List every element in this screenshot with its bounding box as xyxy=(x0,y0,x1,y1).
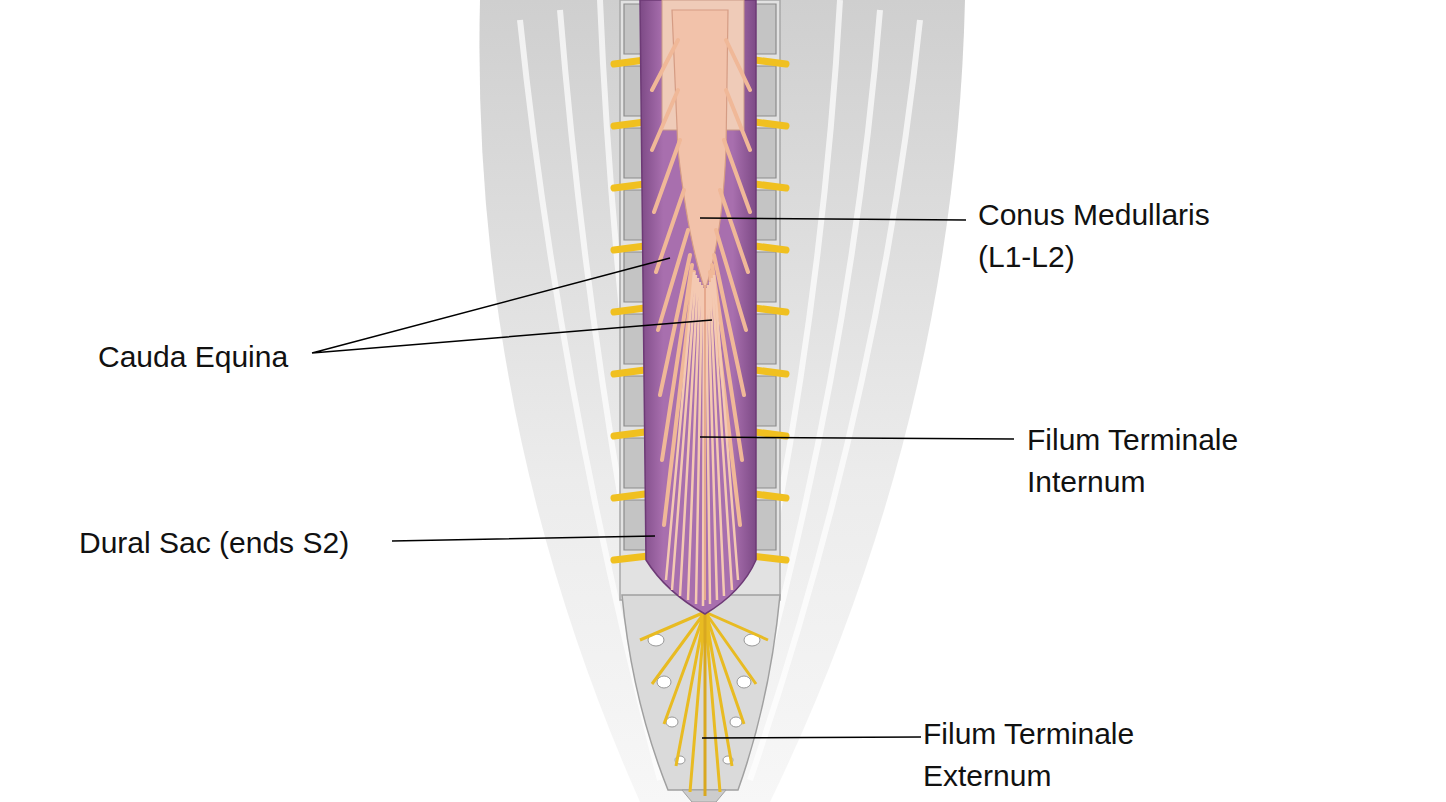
dural-sac xyxy=(640,0,756,614)
filum-internum xyxy=(704,285,706,600)
part-label: Filum Terminale Internum xyxy=(1027,419,1272,503)
sacral-foramen xyxy=(730,717,742,727)
sacral-foramen xyxy=(737,676,751,688)
part-label: Filum Terminale Externum xyxy=(923,713,1168,797)
part-label: Dural Sac (ends S2) xyxy=(79,522,349,564)
leader-lines xyxy=(312,218,1014,738)
part-label: Cauda Equina xyxy=(98,336,288,378)
sacral-foramen xyxy=(657,676,671,688)
part-label: Conus Medullaris (L1-L2) xyxy=(978,194,1240,278)
back-muscles xyxy=(479,0,965,802)
sacral-foramen xyxy=(666,717,678,727)
cauda-equina-fibres xyxy=(666,272,738,606)
filum-externum xyxy=(704,612,707,796)
